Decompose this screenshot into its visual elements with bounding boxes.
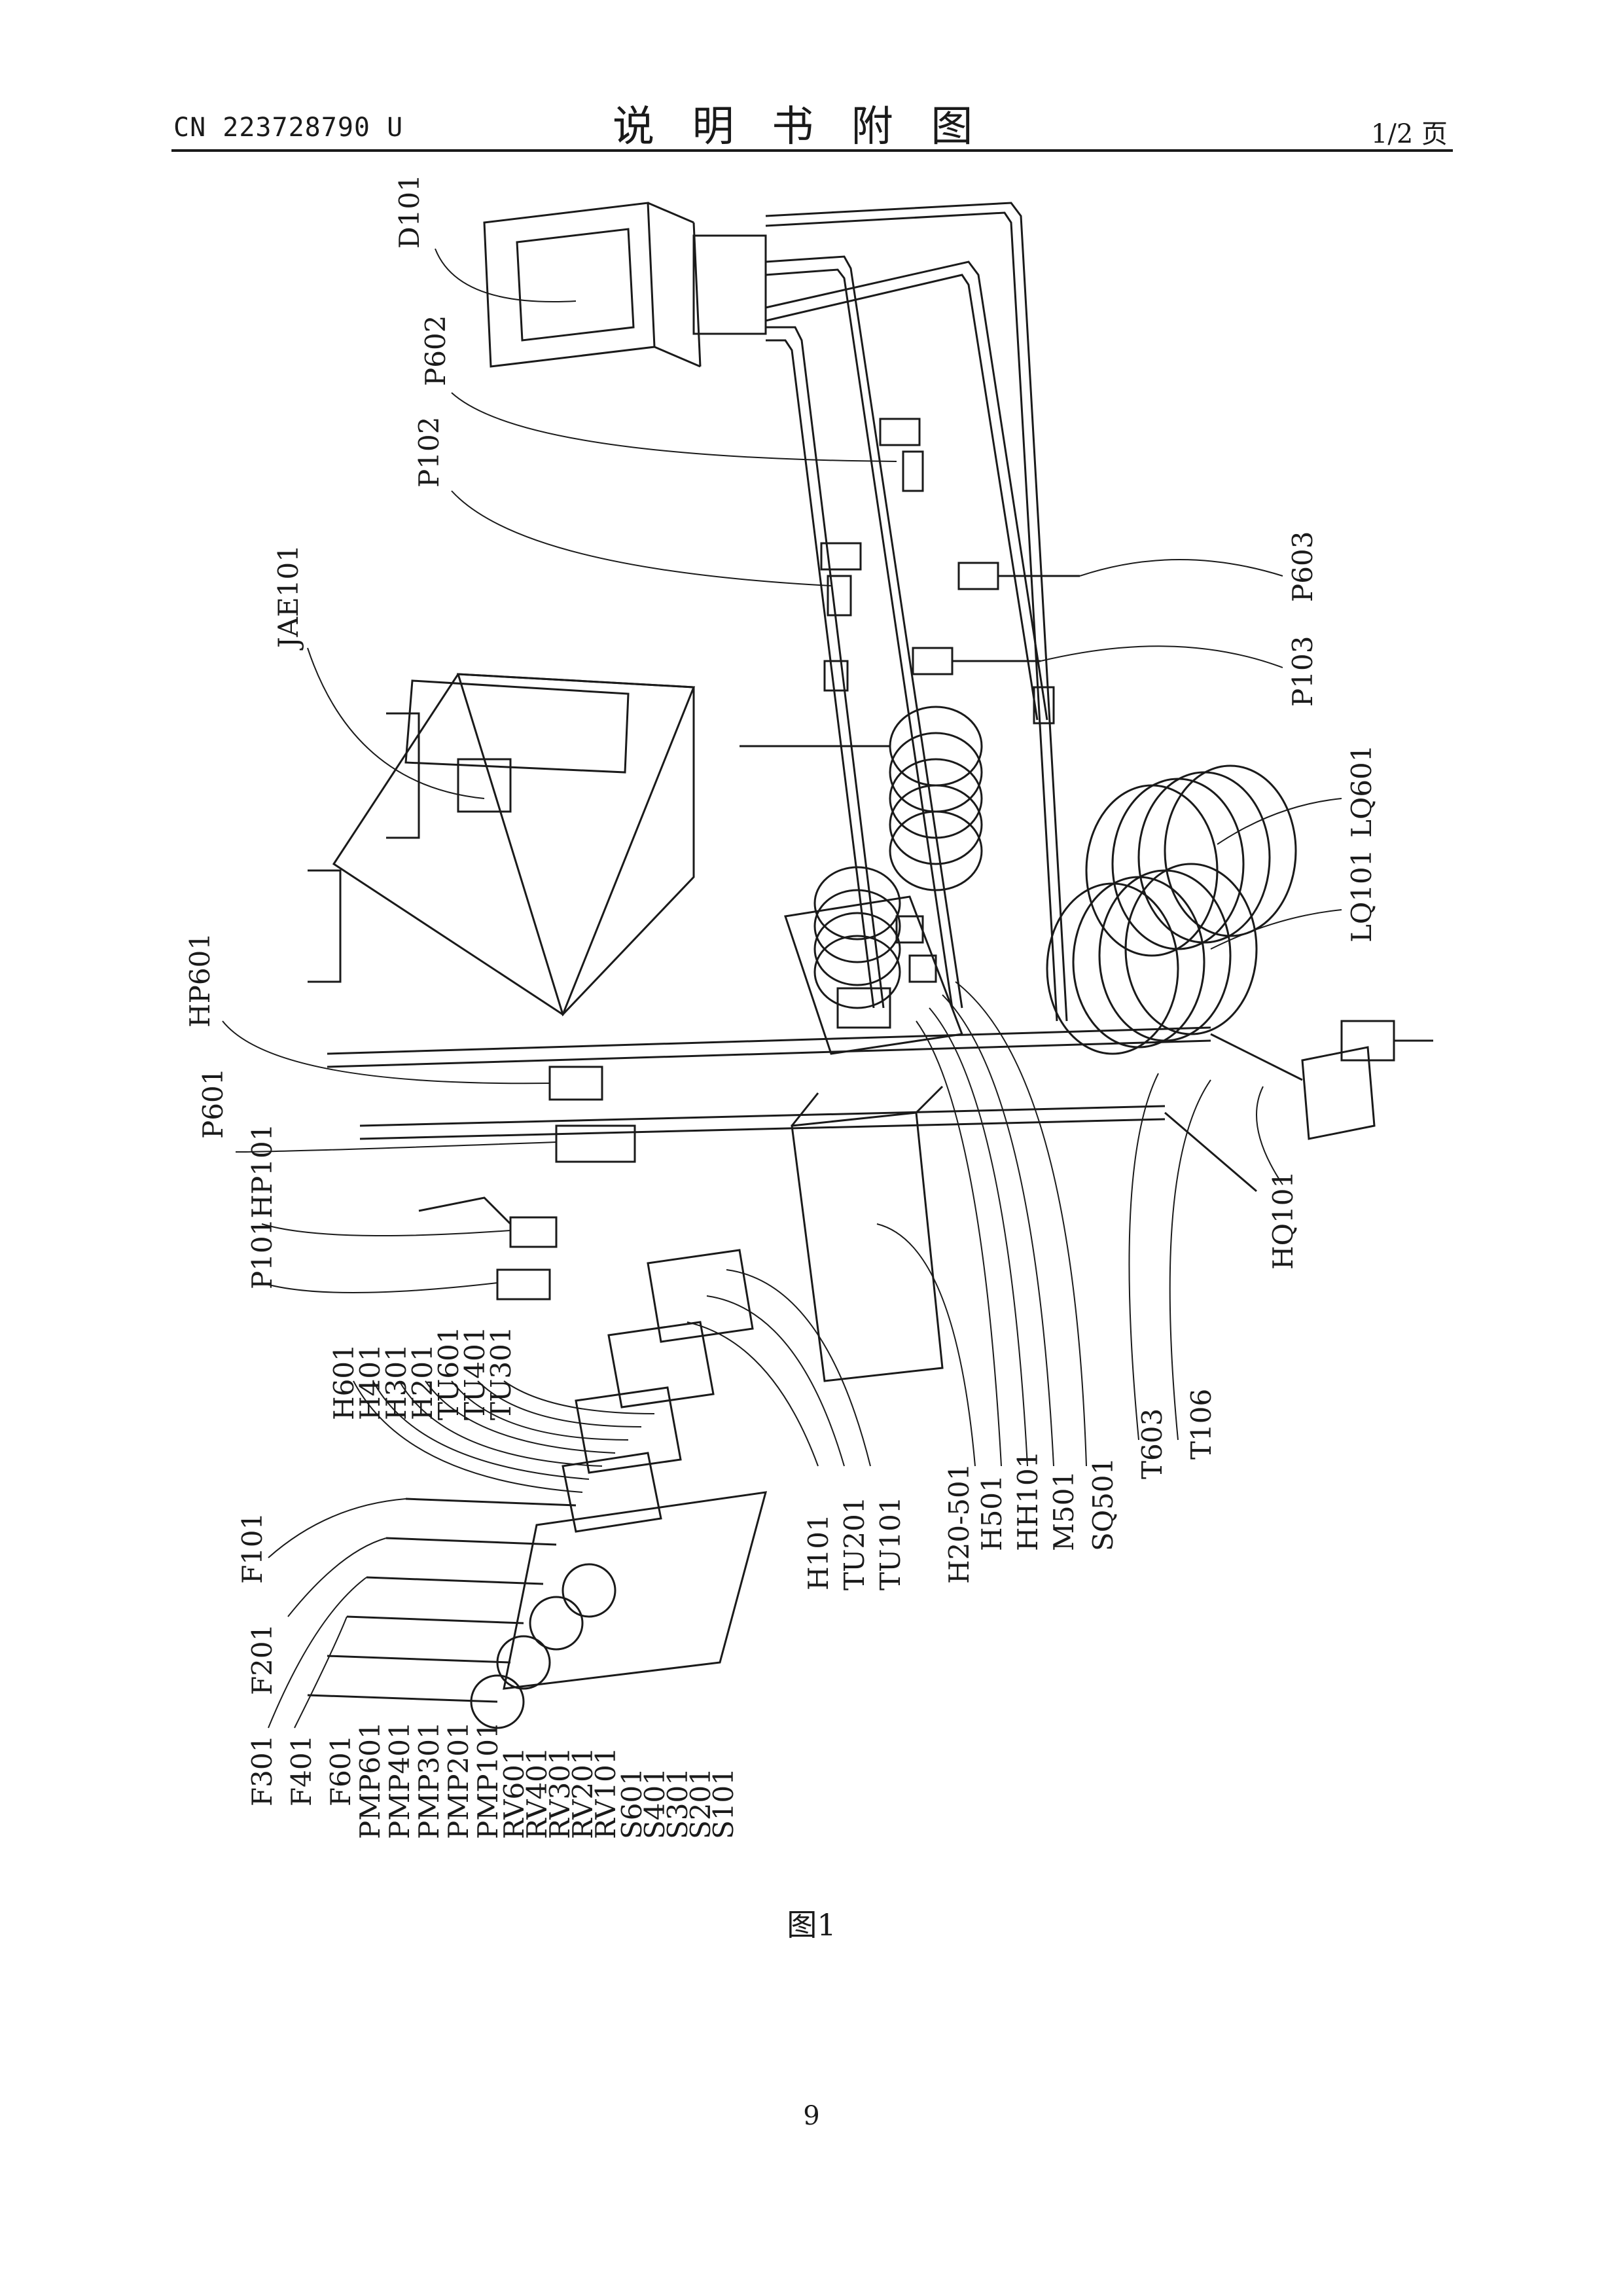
component-hq101: [1302, 1021, 1433, 1139]
label-pmp601: PMP601: [354, 1721, 386, 1839]
page-number: 9: [0, 2101, 1623, 2131]
top-tubing: [766, 203, 1067, 1021]
label-hq101: HQ101: [1267, 1171, 1299, 1270]
pump-cluster: [308, 1492, 766, 1728]
valve-blocks: [563, 1250, 753, 1532]
label-tu301: TU301: [485, 1326, 517, 1420]
coil-upper: [740, 707, 982, 890]
coil-lq101: [1047, 864, 1257, 1054]
label-p102: P102: [413, 417, 445, 488]
label-p601: P601: [197, 1068, 229, 1139]
label-h20-501: H20-501: [943, 1463, 975, 1584]
cabinet-jae101: [308, 674, 694, 1014]
label-hp601: HP601: [184, 933, 216, 1028]
label-jae101: JAE101: [272, 545, 304, 651]
label-s101: S101: [707, 1768, 740, 1839]
label-hh101: HH101: [1012, 1451, 1044, 1551]
label-f101: F101: [236, 1513, 268, 1584]
label-pmp201: PMP201: [442, 1721, 474, 1839]
label-t603: T603: [1136, 1408, 1168, 1479]
label-lq601: LQ601: [1346, 745, 1378, 838]
label-lq101: LQ101: [1346, 850, 1378, 943]
label-f201: F201: [246, 1624, 278, 1695]
label-sq501: SQ501: [1087, 1458, 1119, 1551]
label-f601: F601: [325, 1735, 357, 1806]
label-p602: P602: [419, 315, 452, 386]
label-p103: P103: [1287, 636, 1319, 707]
pump-fittings: [419, 1067, 635, 1299]
tank-h20-501: [792, 1086, 942, 1381]
label-f401: F401: [285, 1735, 317, 1806]
figure-caption: 图1: [0, 1901, 1623, 1945]
label-p603: P603: [1287, 531, 1319, 602]
label-pmp301: PMP301: [413, 1721, 445, 1839]
coil-lower: [815, 867, 900, 1008]
leader-lines: [223, 249, 1342, 1728]
label-tu201: TU201: [838, 1496, 870, 1590]
label-h101: H101: [802, 1514, 834, 1590]
label-f301: F301: [246, 1735, 278, 1806]
detector-d101: [484, 203, 766, 367]
reference-labels: D101 P602 P102 JAE101 P603 P103 LQ601 LQ…: [184, 174, 1378, 1839]
main-manifold: [327, 1028, 1302, 1191]
label-d101: D101: [393, 174, 425, 249]
assembly-illustration: [308, 203, 1433, 1728]
label-h501: H501: [976, 1475, 1008, 1551]
label-tu101: TU101: [874, 1496, 906, 1590]
label-m501: M501: [1048, 1471, 1080, 1551]
label-t106: T106: [1185, 1389, 1217, 1460]
label-pmp401: PMP401: [383, 1721, 416, 1839]
label-p101hp101: P101HP101: [246, 1124, 278, 1289]
